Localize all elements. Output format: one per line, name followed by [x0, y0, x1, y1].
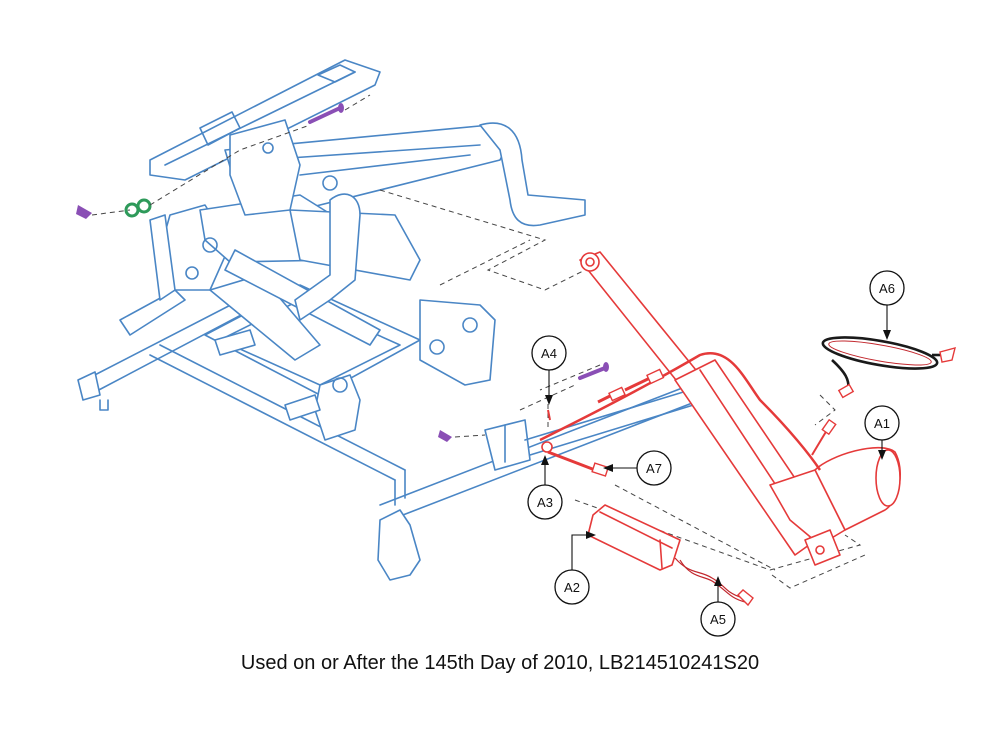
left-retaining-clip-icon — [76, 205, 92, 219]
extension-cable-icon — [821, 336, 956, 399]
diagram-caption: Used on or After the 145th Day of 2010, … — [240, 652, 760, 674]
callout-a6-label: A6 — [879, 281, 895, 296]
power-supply-icon — [587, 504, 754, 607]
actuator-wiring-harness — [539, 352, 837, 477]
callout-a2-label: A2 — [564, 580, 580, 595]
actuator-retaining-clip-icon — [438, 430, 452, 442]
callout-a2: A2 — [554, 531, 596, 605]
callout-a6: A6 — [869, 270, 905, 340]
callout-a4: A4 — [531, 335, 567, 405]
callout-a5: A5 — [700, 576, 736, 637]
callout-a5-label: A5 — [710, 612, 726, 627]
top-clevis-pin-icon — [308, 103, 344, 124]
callout-a3: A3 — [527, 455, 563, 520]
callout-a1-label: A1 — [874, 416, 890, 431]
callout-a4-label: A4 — [541, 346, 557, 361]
washer-icon — [124, 198, 152, 218]
callout-a1: A1 — [864, 405, 900, 460]
callout-a7: A7 — [603, 450, 672, 486]
mounting-hardware — [76, 103, 609, 442]
linear-actuator — [579, 251, 901, 566]
actuator-clevis-pin-icon — [578, 362, 609, 380]
callout-a3-label: A3 — [537, 495, 553, 510]
lift-chair-frame — [77, 59, 709, 581]
callout-a7-label: A7 — [646, 461, 662, 476]
